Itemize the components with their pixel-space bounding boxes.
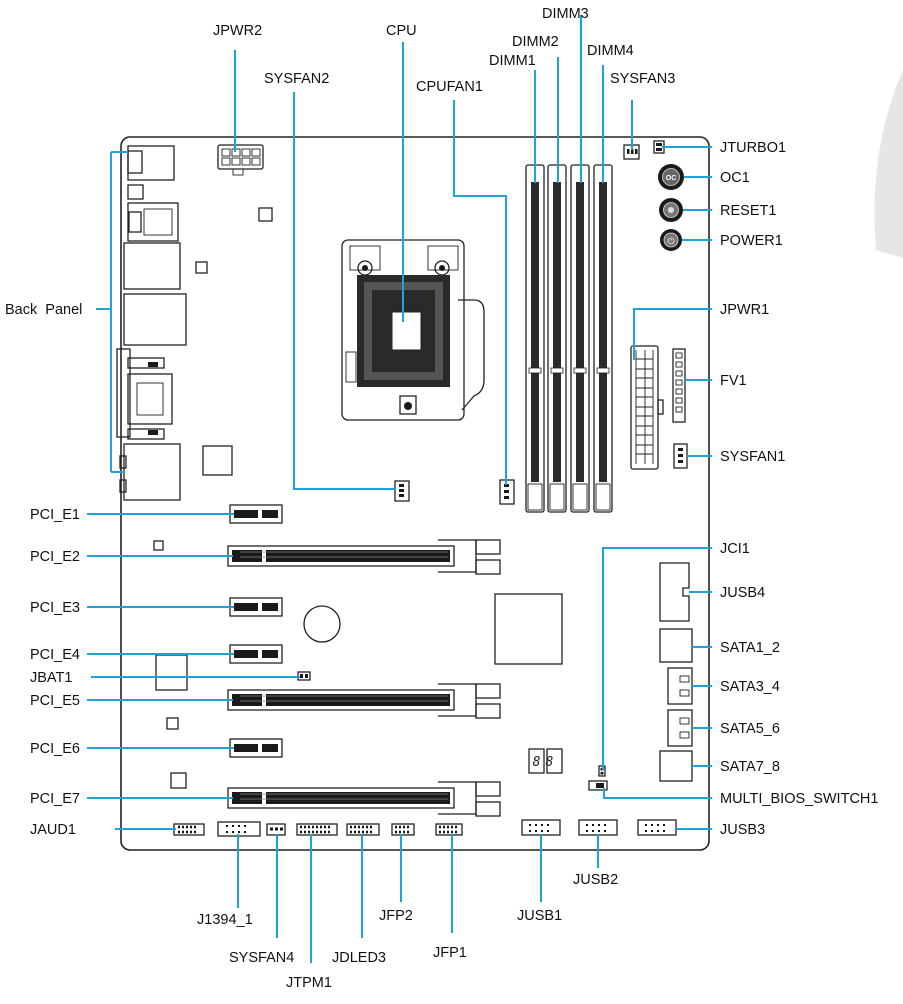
component-square xyxy=(170,772,187,789)
label-sata1-2: SATA1_2 xyxy=(720,640,780,656)
label-reset1: RESET1 xyxy=(720,203,776,219)
sysfan2-header xyxy=(394,480,410,502)
oc-button-mark: OC xyxy=(666,175,677,182)
debug-led-display: 88 xyxy=(528,748,563,774)
label-jusb3: JUSB3 xyxy=(720,822,765,838)
label-sata3-4: SATA3_4 xyxy=(720,679,780,695)
sata1-2-connector xyxy=(659,628,693,663)
power1-button: ⏻ xyxy=(660,229,682,251)
label-multi-bios-switch1: MULTI_BIOS_SWITCH1 xyxy=(720,791,878,807)
jtpm1-header xyxy=(296,823,338,836)
component-square xyxy=(258,207,273,222)
jusb1-header xyxy=(521,819,561,836)
label-oc1: OC1 xyxy=(720,170,750,186)
label-dimm1: DIMM1 xyxy=(489,53,536,69)
chip xyxy=(202,445,233,476)
debug-led-digits: 88 xyxy=(533,755,559,770)
cmos-battery xyxy=(303,605,341,643)
jpwr1-connector xyxy=(630,345,664,470)
component-square xyxy=(166,717,179,730)
label-back-panel: Back Panel xyxy=(5,302,82,318)
reset1-button xyxy=(659,198,683,222)
label-dimm4: DIMM4 xyxy=(587,43,634,59)
label-dimm2: DIMM2 xyxy=(512,34,559,50)
label-cpu: CPU xyxy=(386,23,417,39)
label-sata7-8: SATA7_8 xyxy=(720,759,780,775)
label-jfp2: JFP2 xyxy=(379,908,413,924)
label-sata5-6: SATA5_6 xyxy=(720,721,780,737)
oc1-button: OC xyxy=(658,164,684,190)
label-pci-e3: PCI_E3 xyxy=(30,600,80,616)
label-power1: POWER1 xyxy=(720,233,783,249)
label-sysfan4: SYSFAN4 xyxy=(229,950,294,966)
label-jusb2: JUSB2 xyxy=(573,872,618,888)
chipset xyxy=(494,593,563,665)
cpu-socket xyxy=(341,239,485,421)
label-jpwr1: JPWR1 xyxy=(720,302,769,318)
component-square xyxy=(153,540,164,551)
leader-lines xyxy=(87,15,712,963)
jusb3-header xyxy=(637,819,677,836)
label-sysfan3: SYSFAN3 xyxy=(610,71,675,87)
board-outline xyxy=(120,136,710,851)
multi-bios-switch xyxy=(588,780,608,791)
label-jusb1: JUSB1 xyxy=(517,908,562,924)
component-square xyxy=(195,261,208,274)
fv1-points xyxy=(672,348,686,423)
label-pci-e4: PCI_E4 xyxy=(30,647,80,663)
jpwr2-connector xyxy=(217,144,264,176)
label-pci-e7: PCI_E7 xyxy=(30,791,80,807)
component-labels: JPWR2 CPU DIMM3 DIMM2 DIMM4 DIMM1 SYSFAN… xyxy=(5,6,878,991)
pcie-x16-slot xyxy=(227,781,501,817)
label-pci-e2: PCI_E2 xyxy=(30,549,80,565)
label-fv1: FV1 xyxy=(720,373,747,389)
label-j1394-1: J1394_1 xyxy=(197,912,253,928)
label-sysfan2: SYSFAN2 xyxy=(264,71,329,87)
label-jaud1: JAUD1 xyxy=(30,822,76,838)
label-jbat1: JBAT1 xyxy=(30,670,72,686)
label-dimm3: DIMM3 xyxy=(542,6,589,22)
page-edge-decoration xyxy=(874,70,903,258)
label-jpwr2: JPWR2 xyxy=(213,23,262,39)
label-pci-e1: PCI_E1 xyxy=(30,507,80,523)
label-jusb4: JUSB4 xyxy=(720,585,765,601)
label-jci1: JCI1 xyxy=(720,541,750,557)
jusb4-connector xyxy=(659,562,690,622)
label-jfp1: JFP1 xyxy=(433,945,467,961)
label-sysfan1: SYSFAN1 xyxy=(720,449,785,465)
pcie-x16-slot xyxy=(227,539,501,575)
jfp2-header xyxy=(391,823,415,836)
label-jtpm1: JTPM1 xyxy=(286,975,332,991)
jfp1-header xyxy=(435,823,463,836)
label-jturbo1: JTURBO1 xyxy=(720,140,786,156)
label-pci-e6: PCI_E6 xyxy=(30,741,80,757)
label-cpufan1: CPUFAN1 xyxy=(416,79,483,95)
label-jdled3: JDLED3 xyxy=(332,950,386,966)
power-button-mark: ⏻ xyxy=(667,236,674,247)
label-pci-e5: PCI_E5 xyxy=(30,693,80,709)
